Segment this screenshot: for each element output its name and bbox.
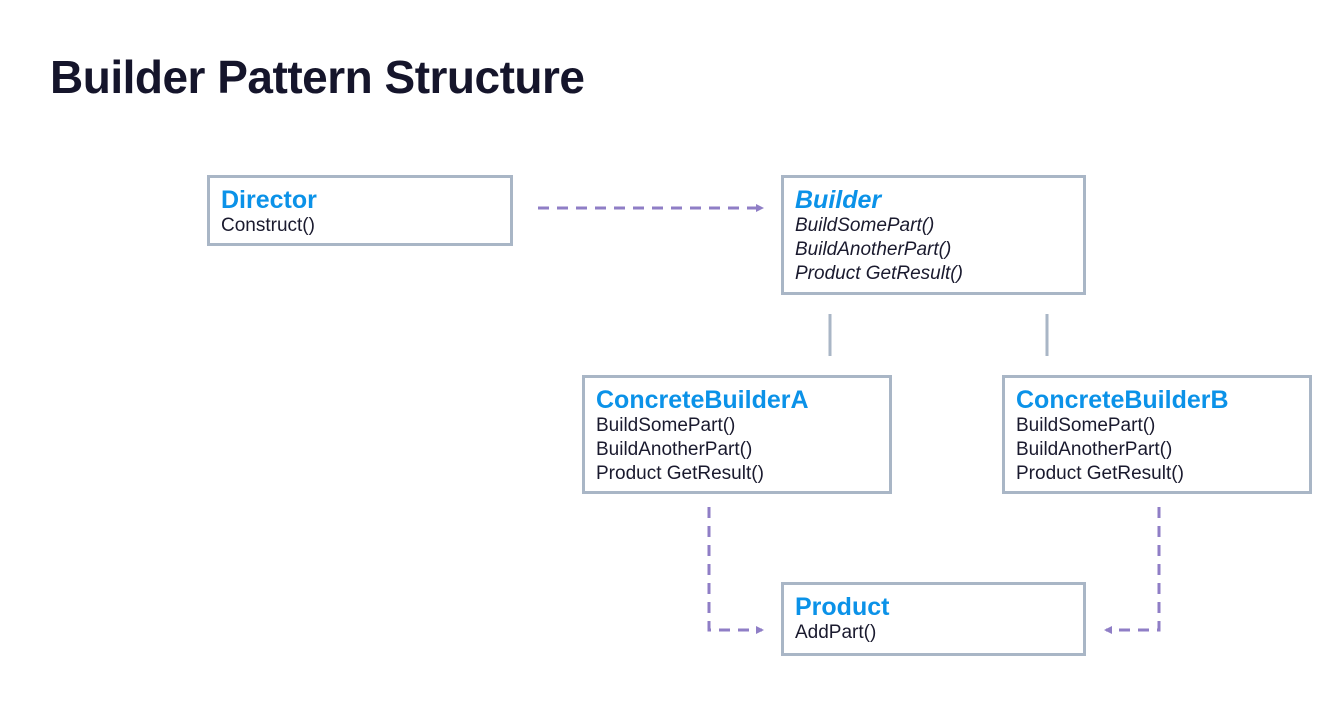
builder-method: BuildAnotherPart(): [795, 239, 952, 260]
concrete-builder-a-method: BuildSomePart(): [596, 415, 736, 436]
concrete-builder-b-class-name: ConcreteBuilderB: [1016, 386, 1229, 414]
concrete-builder-a-method: BuildAnotherPart(): [596, 439, 753, 460]
builder-method: Product GetResult(): [795, 263, 963, 284]
concrete-builder-b-class-box: ConcreteBuilderB BuildSomePart() BuildAn…: [1002, 375, 1312, 494]
concrete-a-to-product-arrow: [707, 507, 764, 634]
page-title: Builder Pattern Structure: [50, 51, 585, 103]
product-method: AddPart(): [795, 622, 877, 643]
product-class-box: Product AddPart(): [781, 582, 1086, 656]
director-class-name: Director: [221, 186, 317, 214]
director-class-box: Director Construct(): [207, 175, 513, 246]
concrete-builder-a-class-name: ConcreteBuilderA: [596, 386, 809, 414]
concrete-builder-b-method: BuildAnotherPart(): [1016, 439, 1173, 460]
concrete-builder-b-method: BuildSomePart(): [1016, 415, 1156, 436]
builder-class-box: Builder BuildSomePart() BuildAnotherPart…: [781, 175, 1086, 295]
builder-class-name: Builder: [795, 186, 882, 214]
product-class-name: Product: [795, 593, 890, 621]
concrete-builder-a-method: Product GetResult(): [596, 463, 764, 484]
concrete-builder-a-class-box: ConcreteBuilderA BuildSomePart() BuildAn…: [582, 375, 892, 494]
director-method: Construct(): [221, 215, 315, 236]
builder-method: BuildSomePart(): [795, 215, 935, 236]
concrete-builder-b-method: Product GetResult(): [1016, 463, 1184, 484]
concrete-b-to-product-arrow: [1104, 507, 1161, 634]
